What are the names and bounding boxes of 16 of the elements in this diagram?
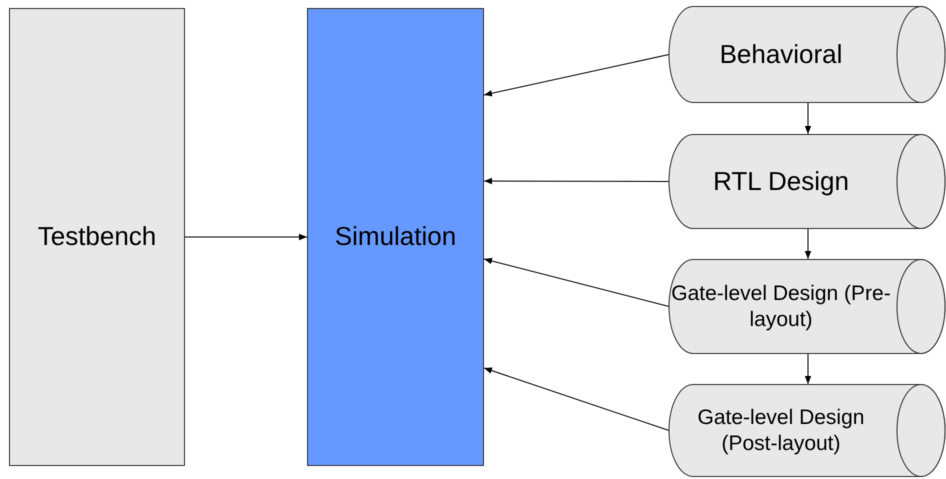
box-label: Testbench	[38, 221, 156, 253]
box-label: RTL Design	[712, 166, 850, 198]
box-label: Gate-level Design (Pre-layout)	[671, 281, 891, 332]
arrow	[804, 102, 812, 134]
box-label: Simulation	[334, 221, 456, 253]
process-box	[307, 8, 484, 466]
arrow	[804, 228, 812, 260]
arrow	[484, 258, 670, 307]
arrow	[484, 178, 670, 184]
arrow	[484, 54, 670, 96]
arrow	[184, 234, 308, 240]
box-label: Behavioral	[718, 38, 844, 70]
box-label: Gate-level Design (Post-layout)	[696, 405, 866, 456]
arrow	[484, 368, 670, 431]
process-box	[9, 8, 185, 466]
arrow	[804, 354, 812, 384]
